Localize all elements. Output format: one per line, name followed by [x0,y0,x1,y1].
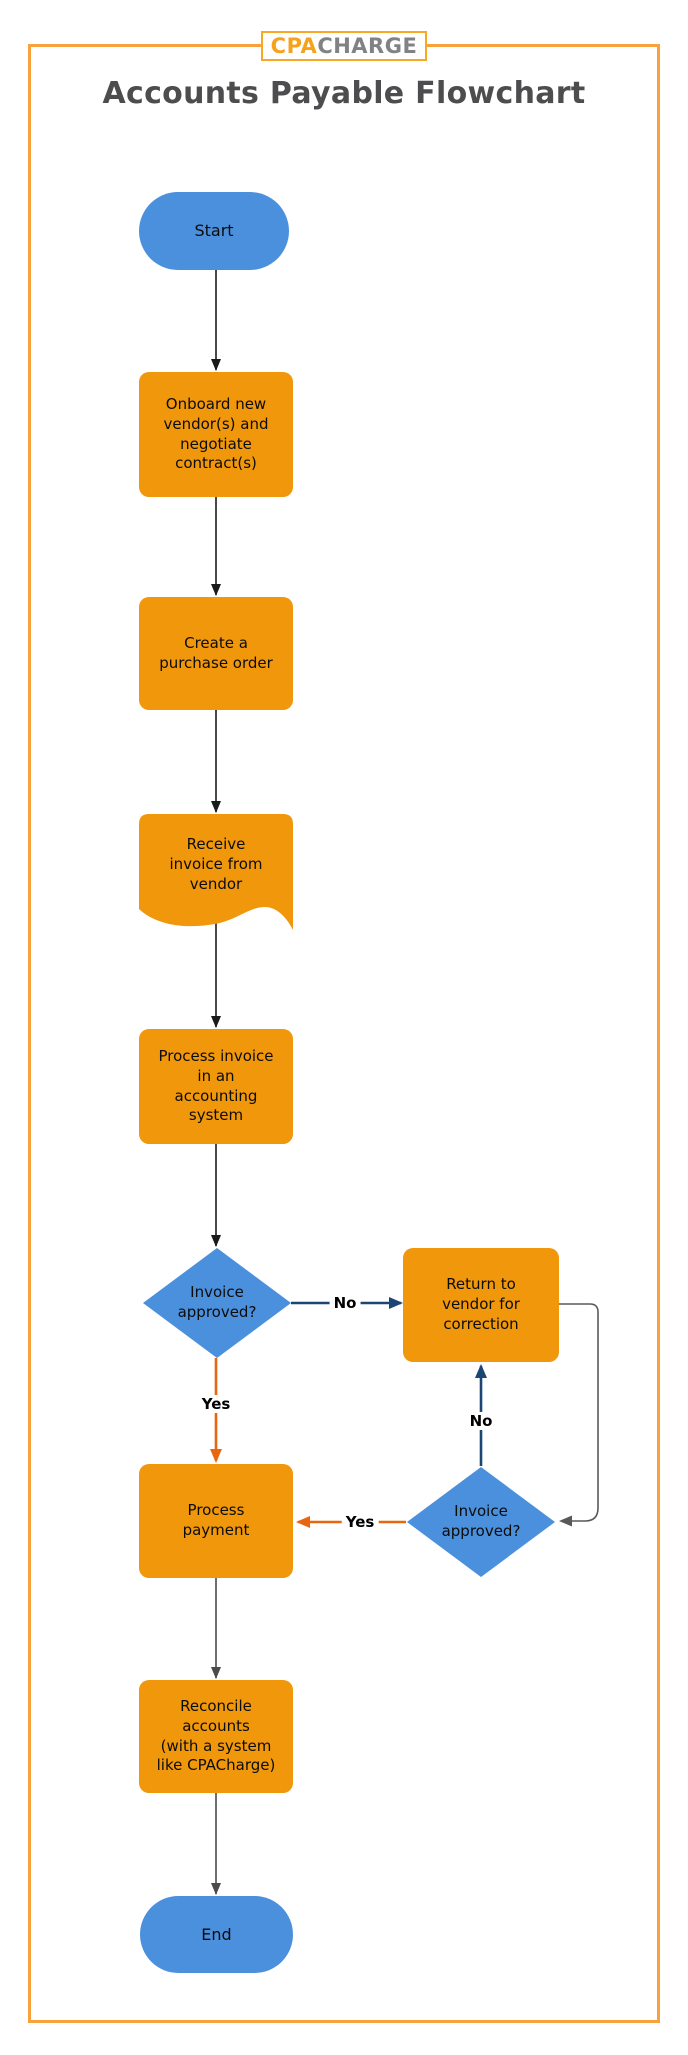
diamond-shape [143,1248,291,1358]
page-title: Accounts Payable Flowchart [102,76,586,111]
edge-label-decision2-no: No [465,1412,497,1430]
edge-label-decision1-no: No [329,1294,361,1312]
edge-label-decision2-yes: Yes [341,1513,379,1531]
node-end: End [140,1896,293,1973]
node-create-purchase-order: Create a purchase order [139,597,293,710]
node-start-label: Start [194,221,234,241]
diamond-shape [407,1467,555,1577]
node-onboard-vendor-label: Onboard new vendor(s) and negotiate cont… [163,394,269,473]
node-reconcile-accounts-label: Reconcile accounts (with a system like C… [156,1696,276,1775]
node-receive-invoice: Receive invoice from vendor [139,814,293,935]
node-process-invoice-label: Process invoice in an accounting system [158,1046,274,1125]
node-process-payment: Process payment [139,1464,293,1578]
node-process-payment-label: Process payment [182,1501,250,1539]
node-decision-2-label: Invoice approved? [441,1502,521,1540]
node-receive-invoice-label: Receive invoice from vendor [169,835,263,893]
node-decision-invoice-approved-2: Invoice approved? [407,1467,555,1577]
node-return-to-vendor: Return to vendor for correction [403,1248,559,1362]
node-reconcile-accounts: Reconcile accounts (with a system like C… [139,1680,293,1793]
node-start: Start [139,192,289,270]
edge-label-decision1-yes: Yes [197,1395,235,1413]
node-decision-1-label: Invoice approved? [177,1283,257,1321]
node-end-label: End [201,1924,232,1944]
node-create-purchase-order-label: Create a purchase order [159,633,273,672]
document-shape [139,814,293,930]
logo-text-charge: CHARGE [317,34,418,58]
node-return-to-vendor-label: Return to vendor for correction [442,1275,520,1333]
node-decision-invoice-approved-1: Invoice approved? [143,1248,291,1358]
node-onboard-vendor: Onboard new vendor(s) and negotiate cont… [139,372,293,497]
logo-text-cpa: CPA [270,34,318,58]
node-process-invoice: Process invoice in an accounting system [139,1029,293,1144]
